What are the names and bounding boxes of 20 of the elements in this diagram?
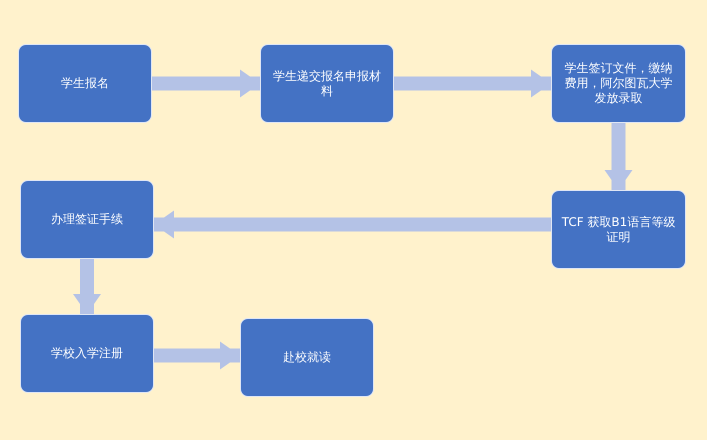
box-label: 学生报名	[61, 76, 109, 91]
box-label: TCF 获取B1语言等级证明	[560, 214, 676, 244]
box-label: 赴校就读	[283, 350, 331, 365]
box-label: 办理签证手续	[51, 212, 123, 227]
process-box	[240, 318, 374, 397]
box-label: 学校入学注册	[51, 346, 123, 361]
process-box	[551, 190, 686, 269]
process-box	[18, 44, 152, 123]
box-label: 学生递交报名申报材料	[272, 68, 382, 98]
block-arrow	[154, 342, 240, 370]
process-box	[260, 44, 394, 123]
block-arrow	[152, 70, 260, 98]
block-arrow	[73, 259, 101, 314]
process-box	[20, 180, 154, 259]
process-box	[20, 314, 154, 393]
block-arrow	[604, 123, 632, 190]
box-label: 学生签订文件，缴纳费用，阿尔图瓦大学发放录取	[564, 61, 674, 106]
block-arrow	[154, 210, 551, 238]
block-arrow	[394, 70, 551, 98]
process-box	[551, 44, 686, 123]
